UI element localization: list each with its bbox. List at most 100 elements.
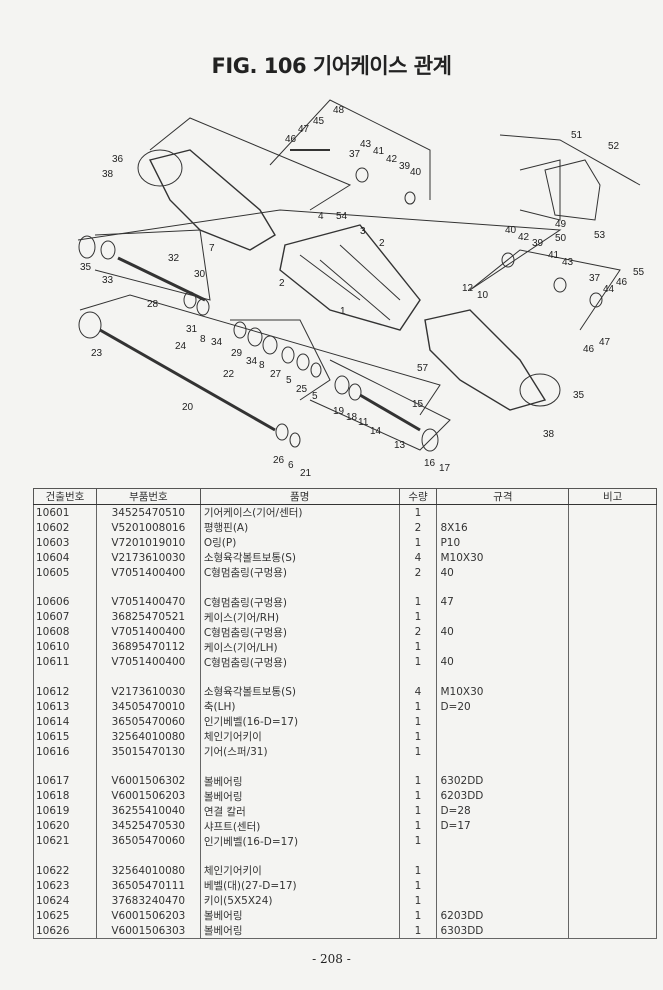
callout-number: 23 bbox=[91, 348, 103, 359]
row-part-name: 키이(5X5X24) bbox=[199, 893, 400, 909]
row-note bbox=[568, 863, 657, 879]
row-note bbox=[568, 565, 657, 580]
callout-number: 22 bbox=[223, 369, 235, 380]
row-part-name: 인기베벨(16-D=17) bbox=[199, 833, 400, 849]
row-spec: 6302DD bbox=[436, 773, 570, 789]
row-quantity: 1 bbox=[398, 714, 438, 730]
empty-cell bbox=[95, 580, 201, 595]
row-code: 10616 bbox=[33, 744, 97, 760]
row-part-number: V7051400400 bbox=[95, 565, 201, 580]
empty-cell bbox=[436, 759, 570, 774]
callout-number: 49 bbox=[555, 219, 567, 230]
row-note bbox=[568, 639, 657, 655]
row-part-number: V6001506302 bbox=[95, 773, 201, 789]
row-part-number: V5201008016 bbox=[95, 520, 201, 535]
guide-line bbox=[309, 359, 451, 451]
row-quantity: 2 bbox=[398, 565, 438, 580]
callout-number: 46 bbox=[285, 134, 297, 145]
callout-number: 5 bbox=[286, 375, 292, 386]
row-code: 10626 bbox=[33, 923, 97, 940]
row-part-number: V7051400400 bbox=[95, 654, 201, 670]
callout-number: 50 bbox=[555, 233, 567, 244]
callout-number: 48 bbox=[333, 105, 345, 116]
row-note bbox=[568, 744, 657, 760]
row-spec: D=28 bbox=[436, 803, 570, 819]
row-quantity: 1 bbox=[398, 699, 438, 715]
row-spec: 6203DD bbox=[436, 788, 570, 804]
empty-cell bbox=[436, 669, 570, 685]
spacer-row bbox=[33, 580, 657, 595]
callout-number: 53 bbox=[594, 230, 606, 241]
row-part-number: 32564010080 bbox=[95, 729, 201, 745]
callout-number: 12 bbox=[462, 283, 474, 294]
callout-number: 15 bbox=[412, 399, 424, 410]
row-part-number: 34525470510 bbox=[95, 504, 201, 520]
empty-cell bbox=[398, 580, 438, 595]
callout-number: 33 bbox=[102, 275, 114, 286]
row-part-number: 36505470060 bbox=[95, 714, 201, 730]
row-code: 10602 bbox=[33, 520, 97, 535]
callout-number: 35 bbox=[80, 262, 92, 273]
row-note bbox=[568, 893, 657, 909]
row-quantity: 1 bbox=[398, 744, 438, 760]
gear-case-center bbox=[279, 224, 421, 331]
row-spec: M10X30 bbox=[436, 684, 570, 700]
row-code: 10605 bbox=[33, 565, 97, 580]
callout-number: 14 bbox=[370, 426, 382, 437]
callout-number: 13 bbox=[394, 440, 406, 451]
row-part-number: V7051400400 bbox=[95, 624, 201, 640]
empty-cell bbox=[33, 848, 97, 864]
header-spec: 규격 bbox=[436, 488, 570, 505]
callout-number: 1 bbox=[340, 306, 346, 317]
row-note bbox=[568, 908, 657, 924]
callout-number: 7 bbox=[209, 243, 215, 254]
row-quantity: 1 bbox=[398, 788, 438, 804]
row-quantity: 1 bbox=[398, 893, 438, 909]
guide-line bbox=[77, 209, 562, 291]
row-note bbox=[568, 833, 657, 849]
empty-cell bbox=[568, 759, 657, 774]
row-code: 10608 bbox=[33, 624, 97, 640]
callout-number: 36 bbox=[112, 154, 124, 165]
row-part-name: C형멈춤링(구멍용) bbox=[199, 594, 400, 610]
row-code: 10611 bbox=[33, 654, 97, 670]
row-quantity: 4 bbox=[398, 550, 438, 565]
row-part-name: 케이스(기어/RH) bbox=[199, 609, 400, 625]
row-quantity: 1 bbox=[398, 609, 438, 625]
callout-number: 35 bbox=[573, 390, 585, 401]
callout-number: 26 bbox=[273, 455, 285, 466]
row-code: 10622 bbox=[33, 863, 97, 879]
row-spec: M10X30 bbox=[436, 550, 570, 565]
header-quantity: 수량 bbox=[398, 488, 438, 505]
row-quantity: 1 bbox=[398, 833, 438, 849]
callout-number: 29 bbox=[231, 348, 243, 359]
row-part-number: 36255410040 bbox=[95, 803, 201, 819]
callout-number: 34 bbox=[211, 337, 223, 348]
callout-number: 38 bbox=[543, 429, 555, 440]
row-quantity: 1 bbox=[398, 654, 438, 670]
row-part-name: 기어(스퍼/31) bbox=[199, 744, 400, 760]
row-spec: 40 bbox=[436, 624, 570, 640]
row-part-name: 볼베어링 bbox=[199, 923, 400, 940]
empty-cell bbox=[199, 580, 400, 595]
row-note bbox=[568, 504, 657, 520]
bracket bbox=[544, 159, 601, 221]
row-spec bbox=[436, 729, 570, 745]
row-note bbox=[568, 594, 657, 610]
row-part-number: 37683240470 bbox=[95, 893, 201, 909]
row-code: 10617 bbox=[33, 773, 97, 789]
row-spec: 40 bbox=[436, 654, 570, 670]
row-part-name: O링(P) bbox=[199, 535, 400, 550]
row-code: 10610 bbox=[33, 639, 97, 655]
callout-number: 31 bbox=[186, 324, 198, 335]
